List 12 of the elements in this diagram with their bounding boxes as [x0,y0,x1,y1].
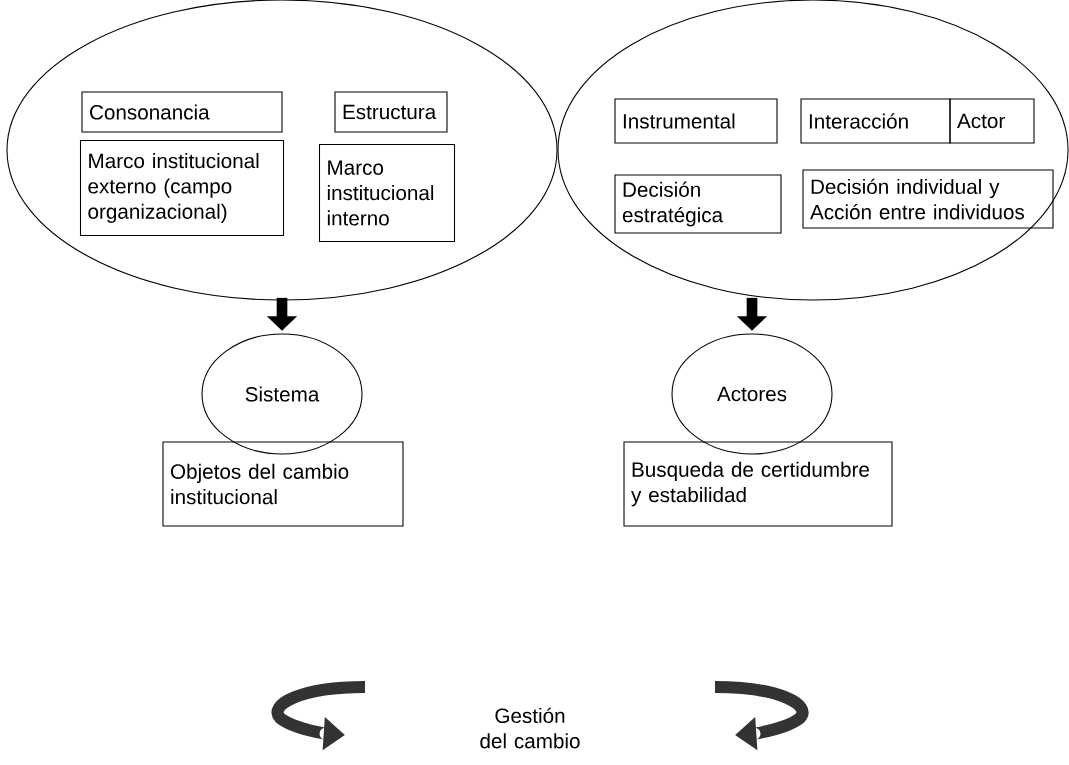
text-box: Actor [949,98,1035,144]
text-box: Busqueda de certidumbre y estabilidad [623,441,893,527]
text-box: Instrumental [614,98,778,144]
text-box: Decisión estratégica [614,174,782,234]
text-box: Objetos del cambio institucional [162,441,404,527]
center-label: Gestión del cambio [480,707,580,749]
text-box: Estructura [334,91,448,133]
text-box: Consonancia [81,91,283,133]
text-box: Interacción [800,98,951,144]
text-box: Marco institucional interno [318,143,456,243]
text-box: Marco institucional externo (campo organizacional) [79,139,285,237]
text-box: Decisión individual y Acción entre individuos [802,169,1054,229]
